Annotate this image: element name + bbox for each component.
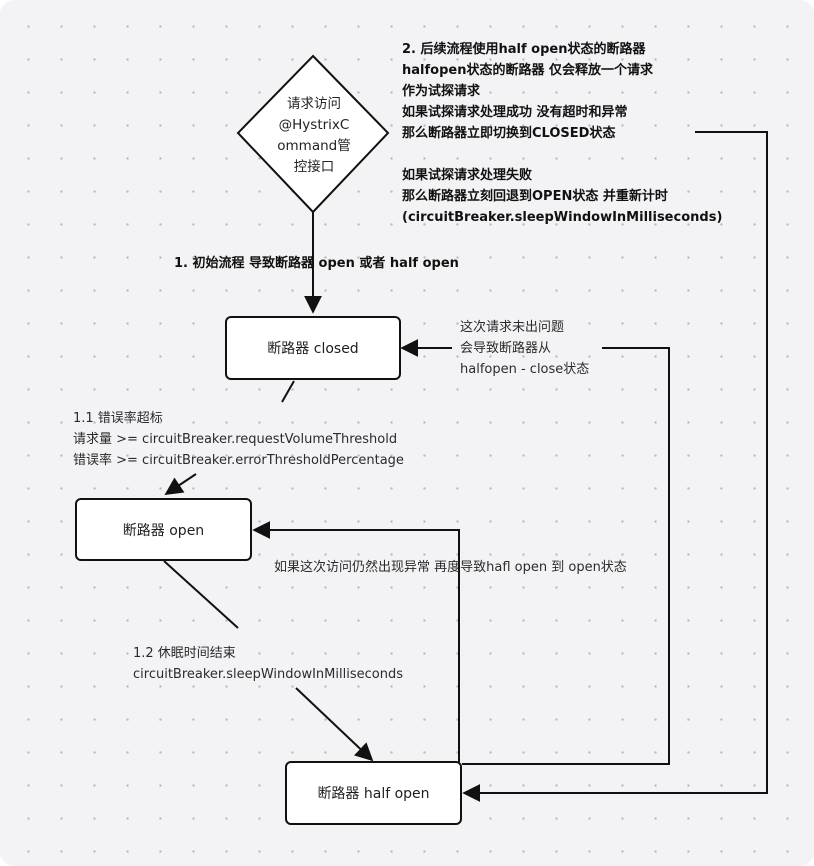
label-step2: 2. 后续流程使用half open状态的断路器 halfopen状态的断路器 … (402, 39, 722, 228)
label-step2-line: 如果试探请求处理成功 没有超时和异常 (402, 105, 628, 120)
label-recover-line: 这次请求未出问题 (460, 320, 565, 335)
entry-node-label: 请求访问 @HystrixC ommand管 控接口 (268, 94, 360, 178)
label-step2-line: 那么断路器立刻回退到OPEN状态 并重新计时 (402, 189, 668, 204)
entry-node-line: 控接口 (293, 159, 335, 175)
label-step2-line: 2. 后续流程使用half open状态的断路器 (402, 42, 646, 57)
label-step2-line: 作为试探请求 (402, 84, 481, 99)
label-trip-line: 错误率 >= circuitBreaker.errorThresholdPerc… (73, 453, 404, 468)
node-open[interactable]: 断路器 open (75, 498, 252, 561)
label-step2-line (402, 144, 722, 165)
label-reopen: 如果这次访问仍然出现异常 再度导致hafl open 到 open状态 (274, 557, 627, 578)
edge-open-to-half-open-stub (163, 560, 239, 629)
label-step2-line: 那么断路器立即切换到CLOSED状态 (402, 126, 616, 141)
label-step2-line: (circuitBreaker.sleepWindowInMillisecond… (402, 210, 723, 225)
label-sleep-line: 1.2 休眠时间结束 (133, 646, 236, 661)
label-recover-line: 会导致断路器从 (460, 341, 552, 356)
edge-half-open-to-open (252, 521, 460, 762)
node-open-label: 断路器 open (122, 522, 205, 539)
label-recover-line: halfopen - close状态 (460, 362, 590, 377)
label-step2-line: halfopen状态的断路器 仅会释放一个请求 (402, 63, 653, 78)
label-trip: 1.1 错误率超标 请求量 >= circuitBreaker.requestV… (73, 408, 404, 471)
label-step1-text: 1. 初始流程 导致断路器 open 或者 half open (174, 256, 459, 271)
edge-entry-to-half-open (462, 131, 768, 802)
label-trip-line: 请求量 >= circuitBreaker.requestVolumeThres… (73, 432, 398, 447)
label-trip-line: 1.1 错误率超标 (73, 411, 163, 426)
label-recover: 这次请求未出问题 会导致断路器从 halfopen - close状态 (460, 317, 589, 380)
edge-closed-to-open-stub (281, 380, 295, 403)
entry-node-line: ommand管 (277, 138, 351, 154)
node-closed-label: 断路器 closed (267, 341, 359, 357)
label-step1: 1. 初始流程 导致断路器 open 或者 half open (174, 253, 459, 274)
edge-half-open-to-closed (462, 347, 670, 765)
node-half-open[interactable]: 断路器 half open (285, 761, 462, 825)
node-closed[interactable]: 断路器 closed (225, 316, 401, 380)
label-sleep: 1.2 休眠时间结束 circuitBreaker.sleepWindowInM… (133, 643, 403, 685)
label-step2-line: 如果试探请求处理失败 (402, 168, 533, 183)
label-sleep-line: circuitBreaker.sleepWindowInMilliseconds (133, 667, 403, 682)
label-reopen-text: 如果这次访问仍然出现异常 再度导致hafl open 到 open状态 (274, 560, 627, 575)
edge-open-to-half-open-arrow (295, 687, 374, 762)
edge-closed-to-open-arrow (164, 473, 197, 495)
node-half-open-label: 断路器 half open (317, 786, 430, 802)
entry-node-line: 请求访问 (287, 96, 341, 112)
entry-node-line: @HystrixC (278, 117, 350, 133)
